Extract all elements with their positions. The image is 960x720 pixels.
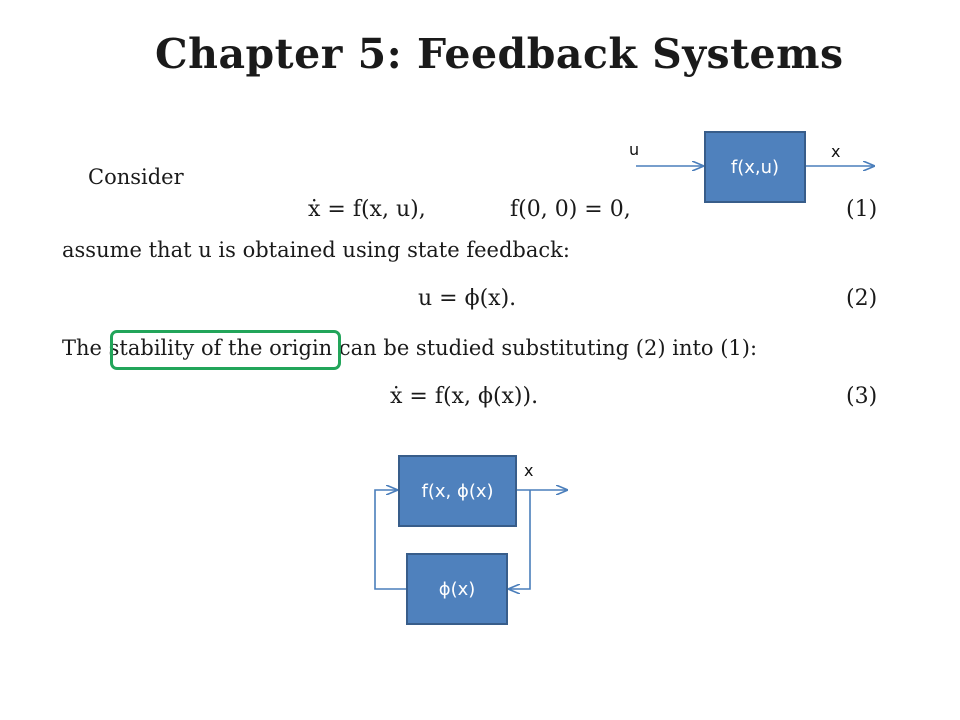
closed-loop-feedback-label: ϕ(x): [438, 578, 476, 600]
equation-2: u = ϕ(x).: [418, 286, 517, 311]
stability-highlight-text: stability of the origin: [108, 336, 333, 360]
closed-loop-feedback-block: ϕ(x): [406, 553, 508, 625]
open-loop-block-label: f(x,u): [730, 156, 780, 178]
consider-text: Consider: [88, 165, 184, 189]
equation-2-number: (2): [846, 286, 878, 311]
feedback-path-down: [509, 490, 531, 589]
open-loop-output-label: x: [831, 142, 841, 161]
closed-loop-forward-label: f(x, ϕ(x): [421, 480, 494, 502]
closed-loop-forward-block: f(x, ϕ(x): [398, 455, 517, 527]
feedback-path-up: [374, 490, 407, 590]
closed-loop-output-label: x: [524, 461, 534, 480]
open-loop-system-block: f(x,u): [704, 131, 806, 203]
equation-1-number: (1): [846, 197, 878, 222]
stability-highlight-box: [110, 330, 341, 370]
equation-1-lhs: ẋ = f(x, u),: [308, 197, 426, 222]
page-title: Chapter 5: Feedback Systems: [155, 30, 844, 78]
open-loop-input-label: u: [629, 140, 640, 159]
assume-text: assume that u is obtained using state fe…: [62, 238, 570, 262]
equation-1-rhs: f(0, 0) = 0,: [510, 197, 631, 222]
stability-sentence: The stability of the origin can be studi…: [62, 336, 757, 360]
equation-3: ẋ = f(x, ϕ(x)).: [390, 384, 539, 409]
stability-prefix: The: [62, 336, 102, 360]
stability-suffix: can be studied substituting (2) into (1)…: [338, 336, 758, 360]
equation-3-number: (3): [846, 384, 878, 409]
